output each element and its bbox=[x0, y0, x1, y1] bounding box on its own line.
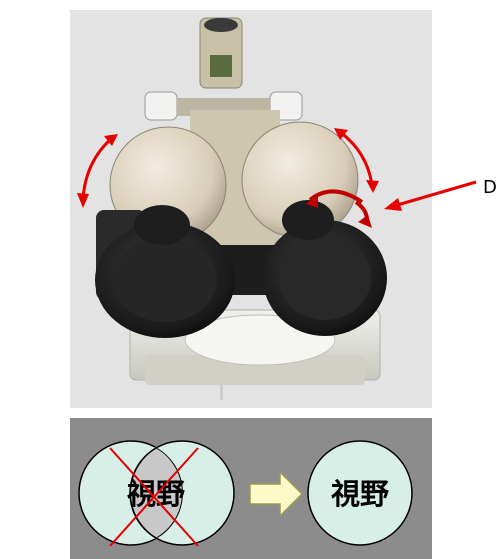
field-text-right: 視野 bbox=[331, 477, 389, 511]
adjust-arrow-left-icon bbox=[81, 136, 113, 201]
left-knob bbox=[144, 91, 178, 121]
right-arrow-icon bbox=[249, 470, 304, 518]
merged-field-circle bbox=[307, 440, 413, 546]
field-of-view-panel: 視野 視野 bbox=[70, 418, 432, 559]
pointer-arrow-icon bbox=[384, 180, 477, 211]
adjust-arrow-right-icon bbox=[339, 130, 374, 186]
rotate-arrow-icon bbox=[306, 189, 372, 228]
label-d: D bbox=[483, 177, 497, 198]
cross-mark-icon bbox=[109, 447, 199, 547]
microscope-photo bbox=[70, 10, 432, 408]
